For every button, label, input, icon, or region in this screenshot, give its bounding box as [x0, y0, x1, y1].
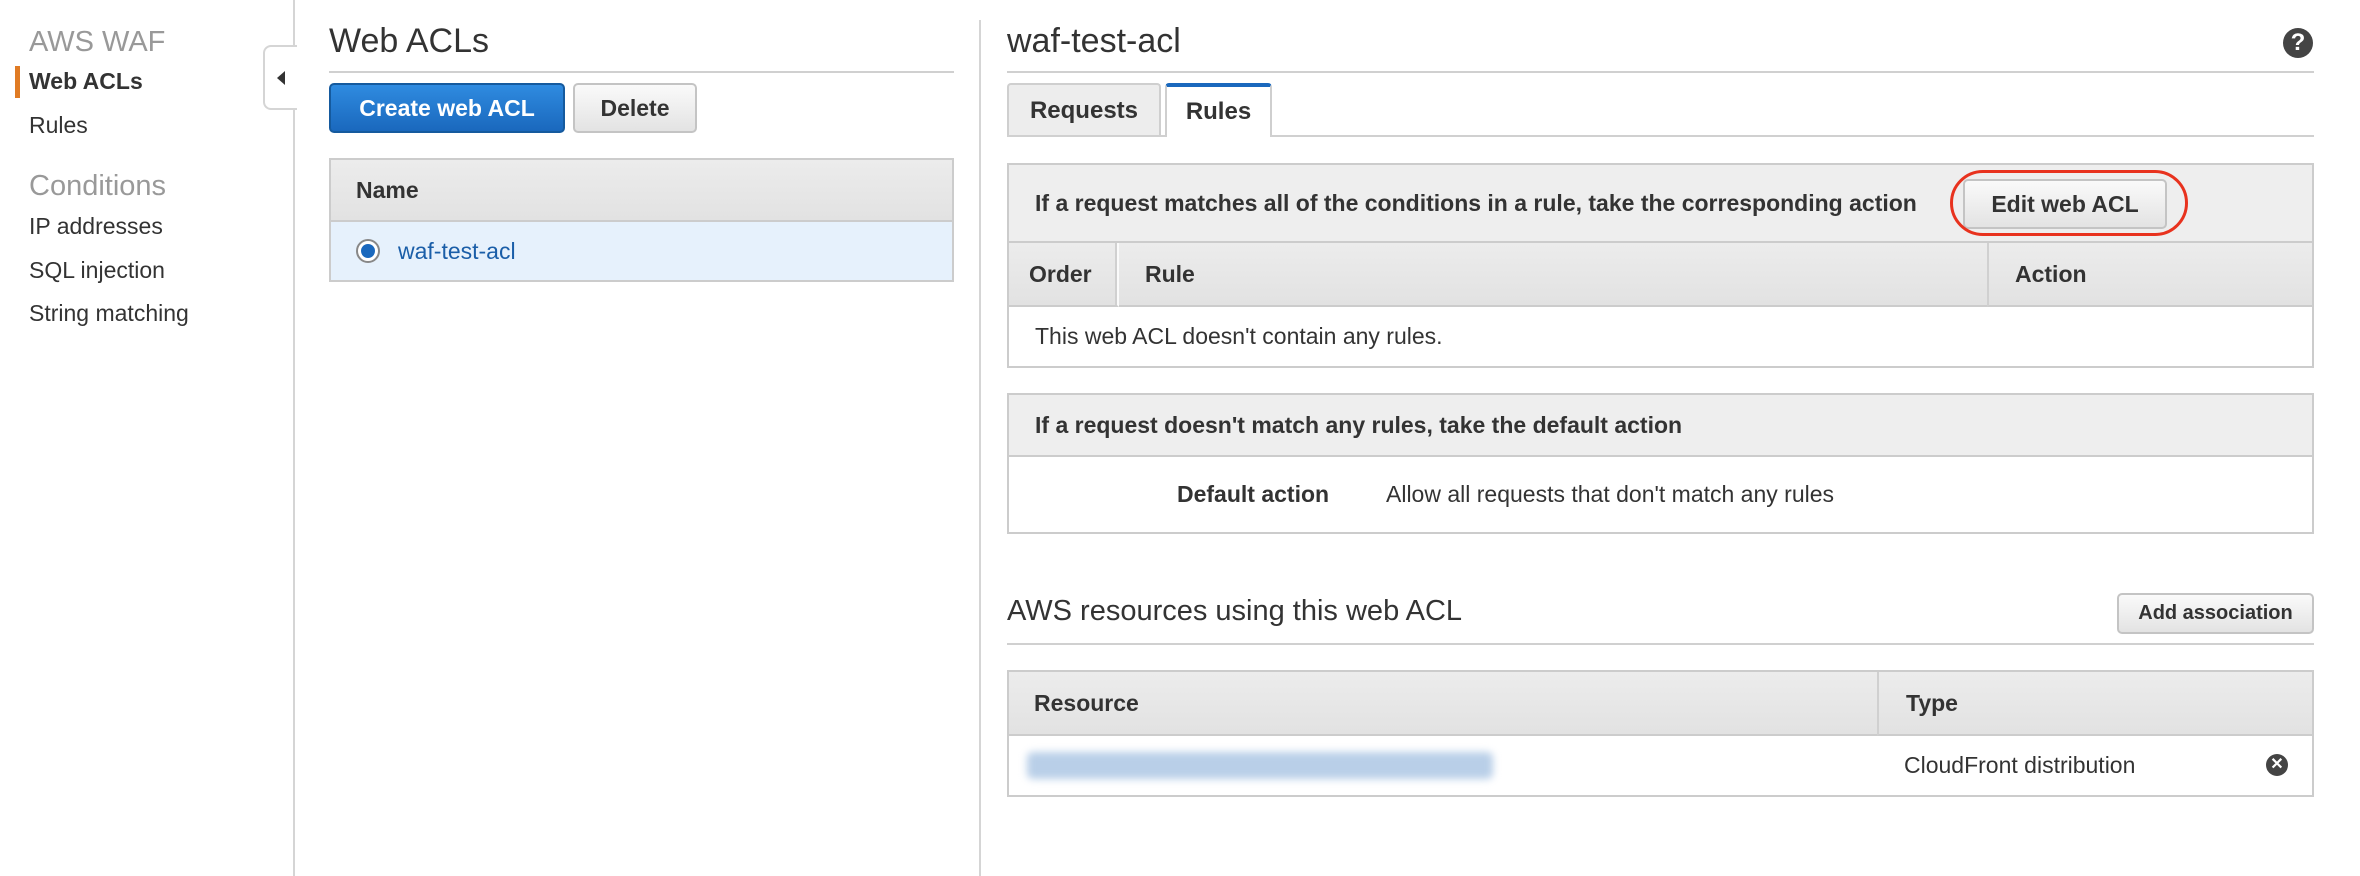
default-action-value: Allow all requests that don't match any … — [1386, 481, 1835, 507]
remove-circle-icon[interactable]: ✕ — [2266, 754, 2288, 776]
default-action-label: Default action — [1177, 481, 1330, 507]
resource-id-redacted[interactable] — [1027, 752, 1493, 779]
delete-button[interactable]: Delete — [573, 83, 697, 133]
tab-rules[interactable]: Rules — [1165, 83, 1272, 137]
table-row[interactable]: waf-test-acl — [331, 222, 952, 280]
default-action-box: If a request doesn't match any rules, ta… — [1007, 393, 2314, 534]
sidebar-item-rules[interactable]: Rules — [29, 112, 88, 138]
resource-type: CloudFront distribution — [1904, 752, 2136, 778]
detail-title: waf-test-acl — [1007, 22, 1181, 60]
collapse-sidebar-button[interactable] — [263, 45, 297, 110]
add-association-button[interactable]: Add association — [2117, 593, 2314, 634]
create-web-acl-button[interactable]: Create web ACL — [329, 83, 565, 133]
default-action-row: Default action Allow all requests that d… — [1009, 457, 2312, 532]
service-title: AWS WAF — [29, 26, 166, 58]
column-header-action[interactable]: Action — [1987, 243, 2312, 307]
conditions-heading: Conditions — [29, 170, 167, 202]
resources-divider — [1007, 643, 2314, 645]
empty-rules-message: This web ACL doesn't contain any rules. — [1035, 323, 1443, 349]
column-header-type[interactable]: Type — [1877, 672, 2312, 736]
title-divider — [1007, 71, 2314, 73]
title-divider — [329, 71, 954, 73]
question-circle-icon[interactable]: ? — [2283, 28, 2313, 58]
page-title: Web ACLs — [329, 22, 490, 60]
default-heading: If a request doesn't match any rules, ta… — [1009, 395, 2312, 457]
sidebar-item-ip-addresses[interactable]: IP addresses — [29, 213, 163, 239]
table-row: CloudFront distribution ✕ — [1009, 736, 2312, 795]
sidebar-item-web-acls[interactable]: Web ACLs — [29, 68, 143, 94]
web-acls-table: Name waf-test-acl — [329, 158, 954, 282]
column-header-resource[interactable]: Resource — [1009, 672, 1877, 736]
acl-name-link[interactable]: waf-test-acl — [398, 237, 516, 264]
column-header-rule[interactable]: Rule — [1119, 243, 1987, 307]
rules-heading-text: If a request matches all of the conditio… — [1035, 189, 1917, 216]
column-header-name[interactable]: Name — [331, 160, 952, 222]
row-radio[interactable] — [356, 239, 380, 263]
panel-divider — [979, 20, 981, 876]
annotation-highlight — [1950, 170, 2188, 236]
sidebar-item-string-matching[interactable]: String matching — [29, 300, 189, 326]
sidebar: AWS WAF Web ACLs Rules Conditions IP add… — [0, 0, 295, 876]
caret-left-icon — [277, 71, 285, 85]
column-header-order[interactable]: Order — [1009, 243, 1119, 307]
sidebar-item-sql-injection[interactable]: SQL injection — [29, 257, 165, 283]
tab-requests[interactable]: Requests — [1007, 83, 1161, 137]
resources-title: AWS resources using this web ACL — [1007, 595, 1463, 627]
active-indicator — [15, 66, 20, 98]
tabs-baseline — [1007, 135, 2314, 137]
resources-table: Resource Type CloudFront distribution ✕ — [1007, 670, 2314, 797]
